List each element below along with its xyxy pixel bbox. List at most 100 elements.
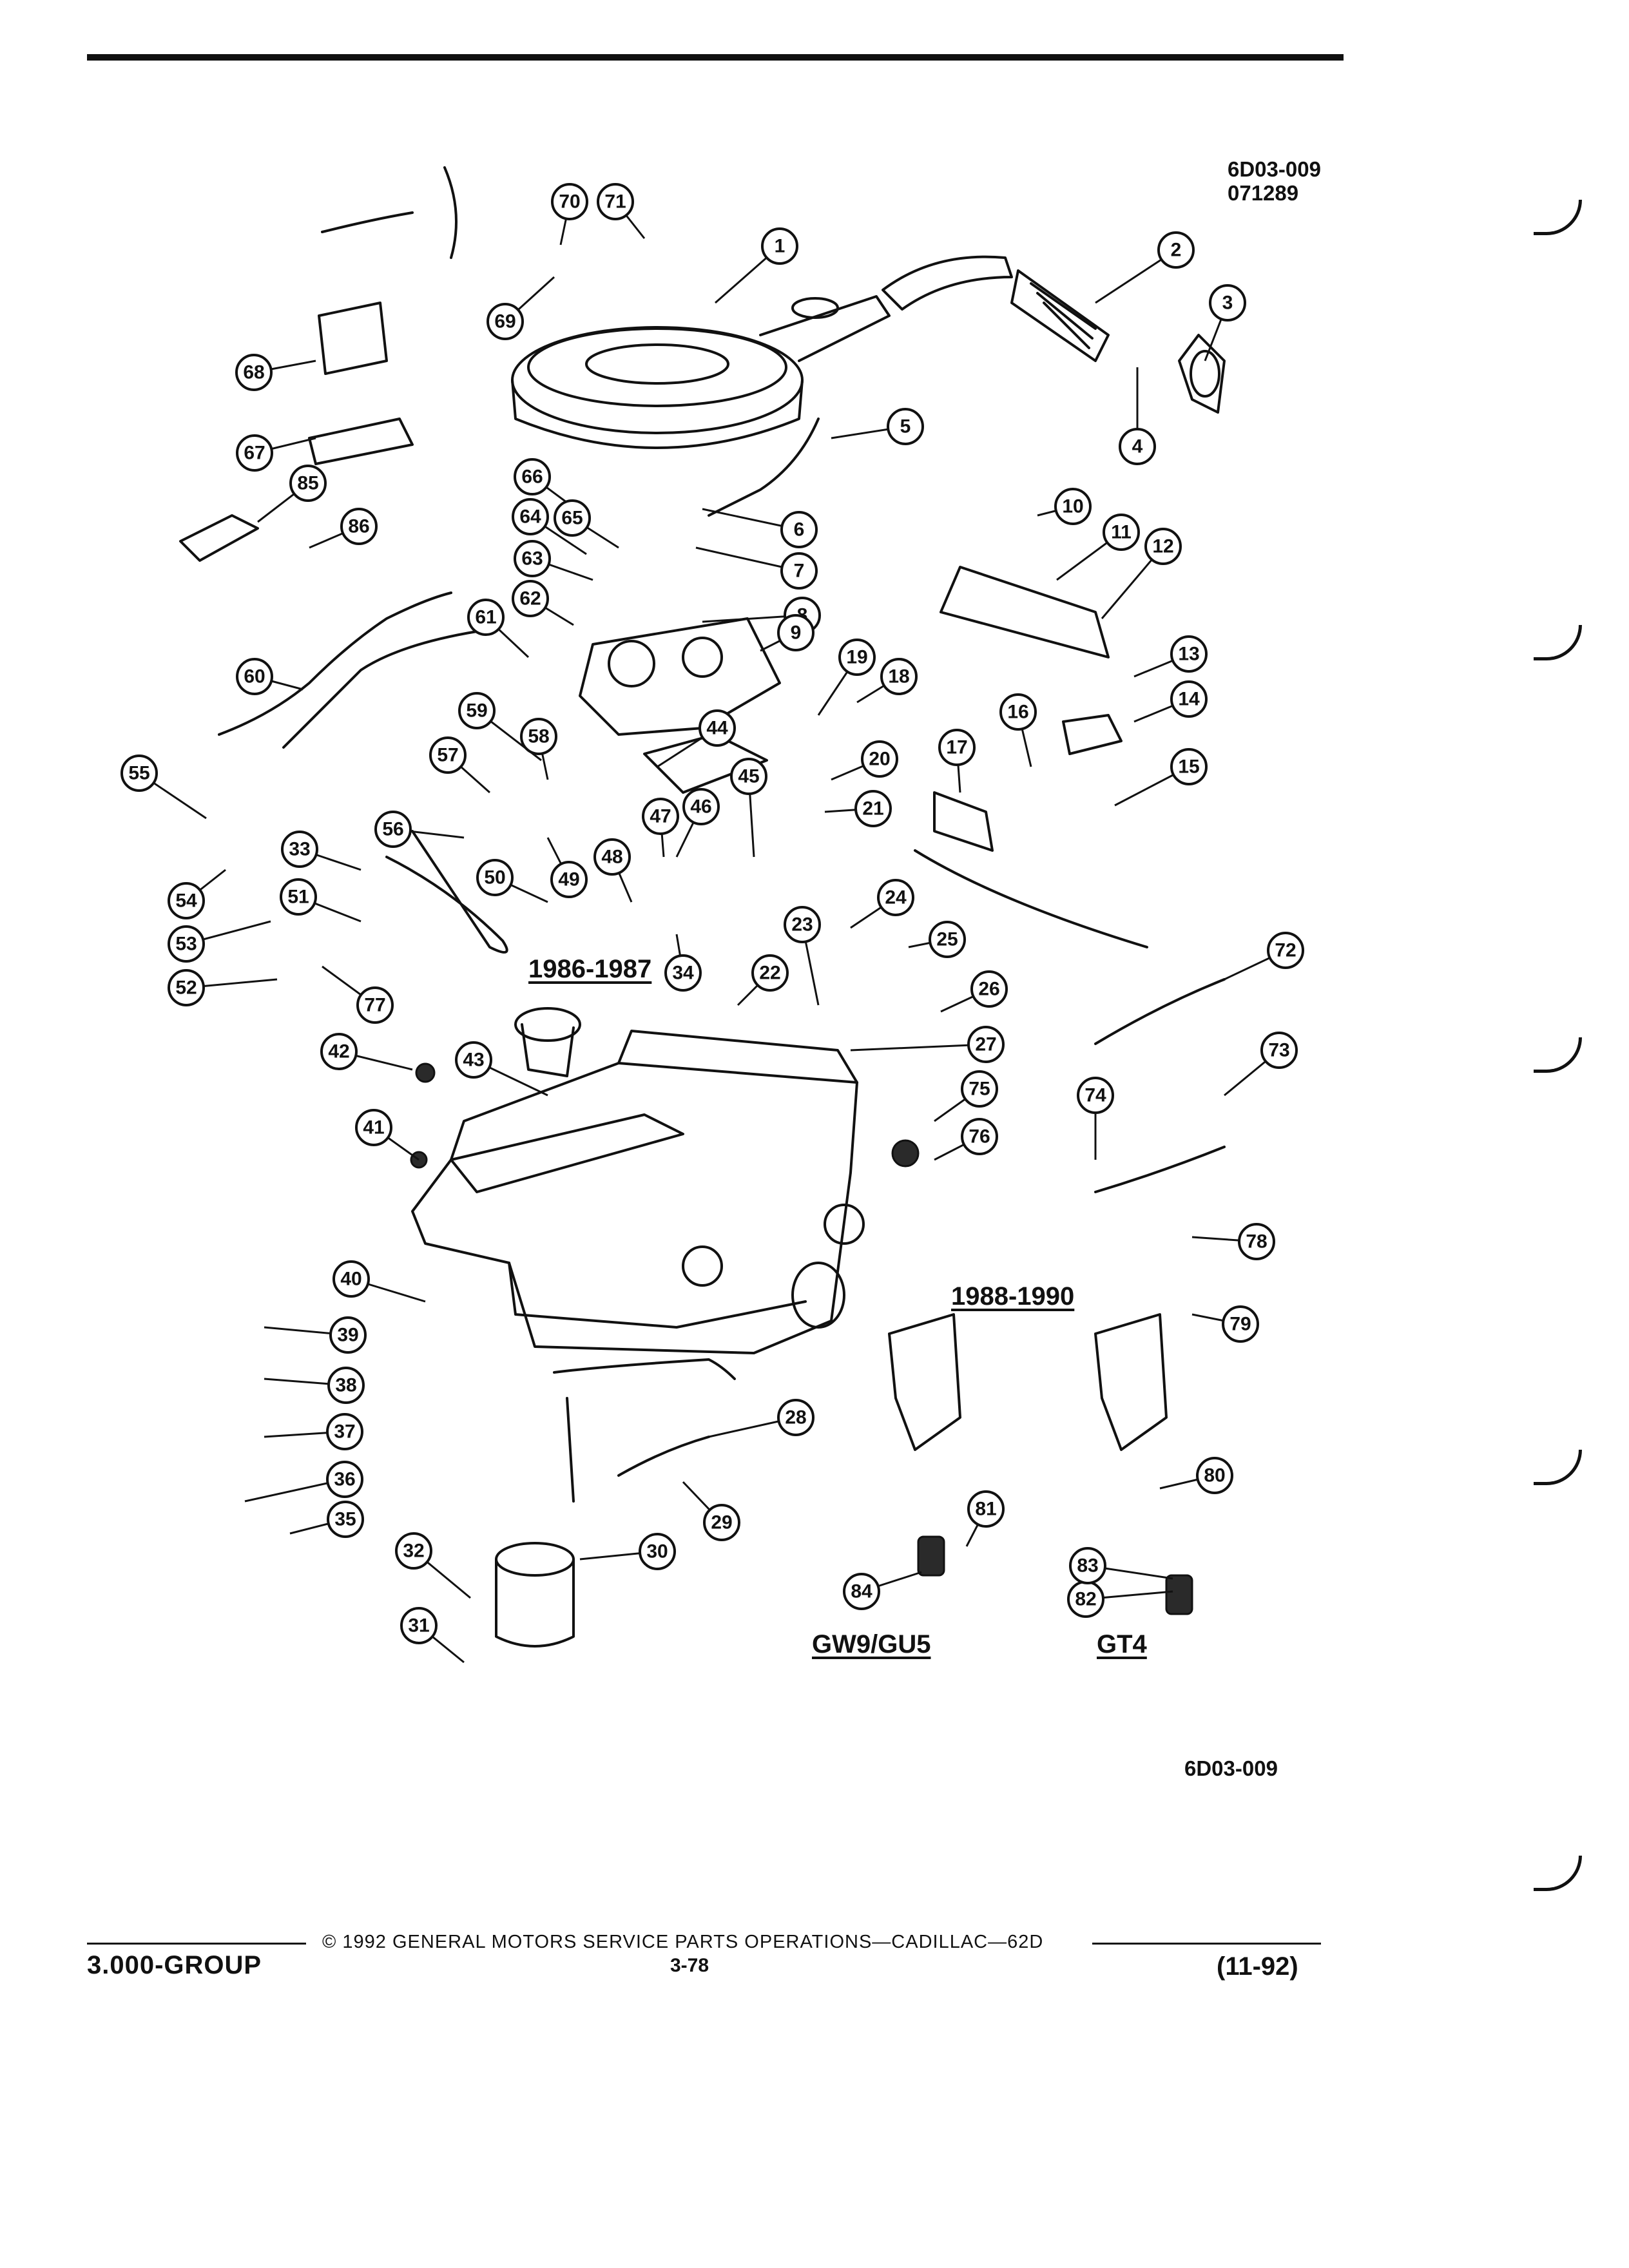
- callout-25: 25: [929, 921, 966, 958]
- callout-circle: [664, 954, 702, 992]
- callout-circle: [780, 511, 818, 548]
- callout-number: 6: [794, 519, 805, 541]
- callout-circle: [551, 183, 588, 220]
- callout-number: 31: [408, 1615, 429, 1637]
- callout-circle: [458, 692, 496, 729]
- callout-circle: [639, 1533, 676, 1570]
- callout-13: 13: [1170, 635, 1208, 673]
- callout-number: 42: [328, 1041, 349, 1062]
- callout-circle: [1119, 428, 1156, 465]
- callout-number: 46: [690, 796, 711, 818]
- callout-21: 21: [854, 790, 892, 827]
- callout-circle: [514, 540, 551, 577]
- callout-number: 23: [791, 914, 813, 936]
- callout-number: 61: [475, 607, 496, 628]
- callout-45: 45: [730, 758, 767, 795]
- callout-circle: [512, 498, 549, 535]
- callout-circle: [429, 736, 467, 774]
- callout-circle: [280, 878, 317, 916]
- callout-number: 66: [521, 466, 543, 488]
- callout-circle: [843, 1573, 880, 1610]
- callout-circle: [887, 408, 924, 445]
- callout-circle: [593, 838, 631, 876]
- callout-number: 37: [334, 1421, 355, 1443]
- callout-number: 81: [975, 1499, 996, 1520]
- callout-circle: [780, 552, 818, 590]
- callout-number: 34: [672, 963, 694, 984]
- callout-82: 82: [1067, 1581, 1104, 1618]
- callout-circle: [512, 580, 549, 617]
- callout-69: 69: [487, 303, 524, 340]
- callout-number: 83: [1077, 1555, 1098, 1577]
- callout-number: 72: [1275, 940, 1296, 961]
- callout-number: 53: [175, 934, 197, 955]
- callout-number: 85: [297, 473, 318, 494]
- callout-65: 65: [554, 499, 591, 537]
- callout-circle: [554, 499, 591, 537]
- callout-number: 51: [287, 887, 309, 908]
- callout-59: 59: [458, 692, 496, 729]
- callout-circle: [1209, 284, 1246, 322]
- callout-circle: [970, 970, 1008, 1008]
- callout-40: 40: [333, 1260, 370, 1298]
- sensor-illustrations: [410, 1062, 1193, 1615]
- callout-circle: [854, 790, 892, 827]
- callout-circle: [487, 303, 524, 340]
- bracket-illustrations: [179, 302, 1123, 852]
- callout-number: 12: [1152, 536, 1173, 557]
- callout-number: 73: [1268, 1040, 1289, 1061]
- callout-circle: [1054, 488, 1092, 525]
- callout-circle: [761, 227, 798, 265]
- callout-15: 15: [1170, 748, 1208, 785]
- callout-circle: [1069, 1547, 1106, 1584]
- callout-number: 58: [528, 726, 549, 747]
- callout-33: 33: [281, 831, 318, 868]
- callout-circle: [1077, 1077, 1114, 1114]
- callout-circle: [327, 1501, 364, 1538]
- callout-57: 57: [429, 736, 467, 774]
- callout-22: 22: [751, 954, 789, 992]
- callout-44: 44: [699, 709, 736, 747]
- callout-circle: [642, 798, 679, 835]
- callout-number: 21: [862, 798, 883, 820]
- callout-circle: [961, 1070, 998, 1108]
- callout-1: 1: [761, 227, 798, 265]
- callout-circle: [329, 1316, 367, 1354]
- callout-circle: [1170, 748, 1208, 785]
- callout-79: 79: [1222, 1305, 1259, 1343]
- variant-label-1988-1990: 1988-1990: [951, 1282, 1075, 1311]
- callout-number: 26: [978, 979, 999, 1000]
- callout-circle: [326, 1413, 363, 1450]
- callout-circle: [1103, 514, 1140, 551]
- callout-circle: [682, 788, 720, 825]
- callout-circle: [400, 1607, 438, 1644]
- callout-2: 2: [1157, 231, 1195, 269]
- callout-circle: [1170, 635, 1208, 673]
- callout-circle: [777, 1399, 815, 1436]
- footer-group: 3.000-GROUP: [87, 1951, 262, 1979]
- callout-number: 47: [650, 806, 671, 827]
- callout-circle: [1170, 680, 1208, 718]
- callout-number: 14: [1178, 689, 1200, 710]
- callout-42: 42: [320, 1033, 358, 1070]
- callout-48: 48: [593, 838, 631, 876]
- callout-20: 20: [861, 740, 898, 778]
- callout-49: 49: [550, 861, 588, 898]
- callout-circle: [455, 1041, 492, 1079]
- callout-number: 79: [1229, 1314, 1251, 1335]
- callout-55: 55: [120, 754, 158, 792]
- callout-circle: [751, 954, 789, 992]
- callout-50: 50: [476, 859, 514, 896]
- callout-number: 64: [519, 506, 541, 528]
- callout-61: 61: [467, 599, 505, 636]
- footer-copyright: © 1992 GENERAL MOTORS SERVICE PARTS OPER…: [322, 1932, 1044, 1952]
- callout-71: 71: [597, 183, 634, 220]
- oil-filter-illustration: [495, 1542, 575, 1648]
- callout-circle: [699, 709, 736, 747]
- callout-14: 14: [1170, 680, 1208, 718]
- bottom-figure-code: 6D03-009: [1184, 1756, 1278, 1780]
- callout-circle: [703, 1504, 740, 1541]
- callout-56: 56: [374, 811, 412, 848]
- callout-54: 54: [168, 882, 205, 919]
- callout-circle: [1260, 1032, 1298, 1069]
